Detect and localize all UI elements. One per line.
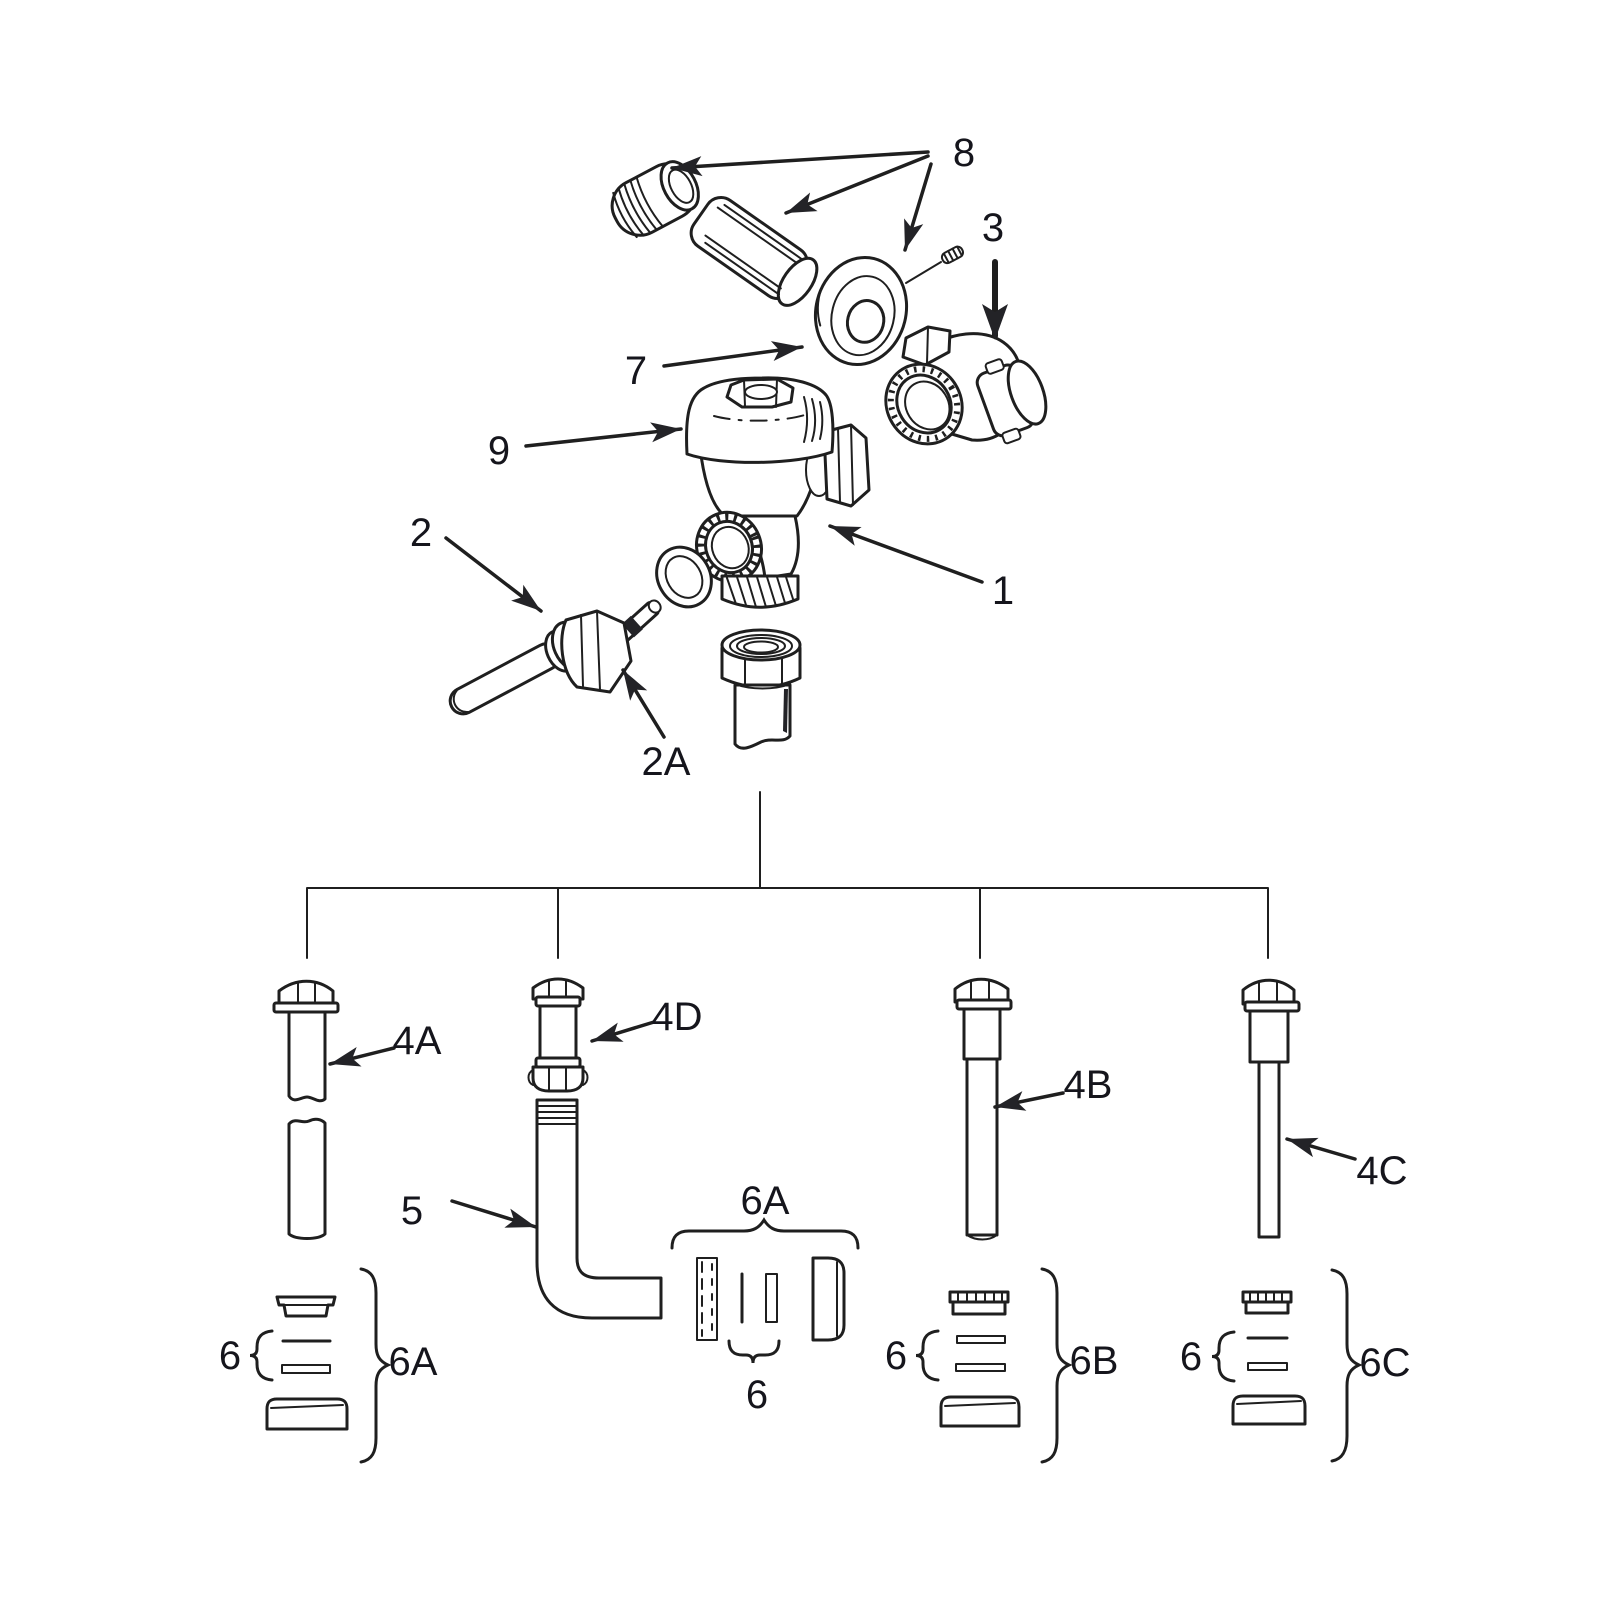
callout-2: 2 xyxy=(410,511,432,555)
callout-1: 1 xyxy=(992,569,1014,613)
callout-6C: 6C xyxy=(1359,1341,1410,1385)
callout-3: 3 xyxy=(982,206,1004,250)
callout-6-middle: 6 xyxy=(746,1373,768,1417)
callout-5: 5 xyxy=(401,1189,423,1233)
gasket-kit-6A-left xyxy=(249,1267,392,1464)
gasket-kit-6A-middle xyxy=(670,1217,860,1364)
callout-7: 7 xyxy=(625,349,647,393)
callout-8: 8 xyxy=(953,131,975,175)
callout-6-col4: 6 xyxy=(1180,1335,1202,1379)
callout-4A: 4A xyxy=(393,1019,442,1063)
callout-4B: 4B xyxy=(1064,1063,1113,1107)
callout-6A-middle: 6A xyxy=(741,1179,790,1223)
callout-6A-left: 6A xyxy=(389,1340,438,1384)
main-valve-body-part xyxy=(685,376,871,609)
hose-4C-part xyxy=(1241,978,1301,1239)
set-screw xyxy=(940,245,965,265)
escutcheon-part xyxy=(813,255,909,367)
hose-4A-part xyxy=(272,979,340,1240)
callout-9: 9 xyxy=(488,429,510,473)
callout-2A: 2A xyxy=(642,740,691,784)
elbow-pipe-5-part xyxy=(535,1098,663,1320)
callout-arrows xyxy=(328,150,1357,1229)
control-stop-valve-part xyxy=(884,325,1048,446)
sleeve-part xyxy=(689,195,819,307)
gasket-kit-6C xyxy=(1211,1268,1363,1463)
callout-6-left: 6 xyxy=(219,1334,241,1378)
screw-leader-line xyxy=(905,261,942,284)
valve-inlet-port xyxy=(695,510,763,584)
option-tree-connector xyxy=(306,791,1269,959)
handle-assembly-part xyxy=(448,599,662,716)
gasket-ring-part xyxy=(655,545,713,609)
callout-4D: 4D xyxy=(651,995,702,1039)
hose-4B-part xyxy=(953,977,1013,1241)
callout-4C: 4C xyxy=(1356,1149,1407,1193)
coupling-4D-part xyxy=(527,977,589,1093)
callout-6B: 6B xyxy=(1070,1339,1119,1383)
gasket-kit-6B xyxy=(915,1267,1073,1464)
tailpiece-part xyxy=(720,628,802,750)
handle-coupling-nut xyxy=(560,609,633,694)
callout-6-col3: 6 xyxy=(885,1334,907,1378)
threaded-nipple-part xyxy=(610,160,700,239)
